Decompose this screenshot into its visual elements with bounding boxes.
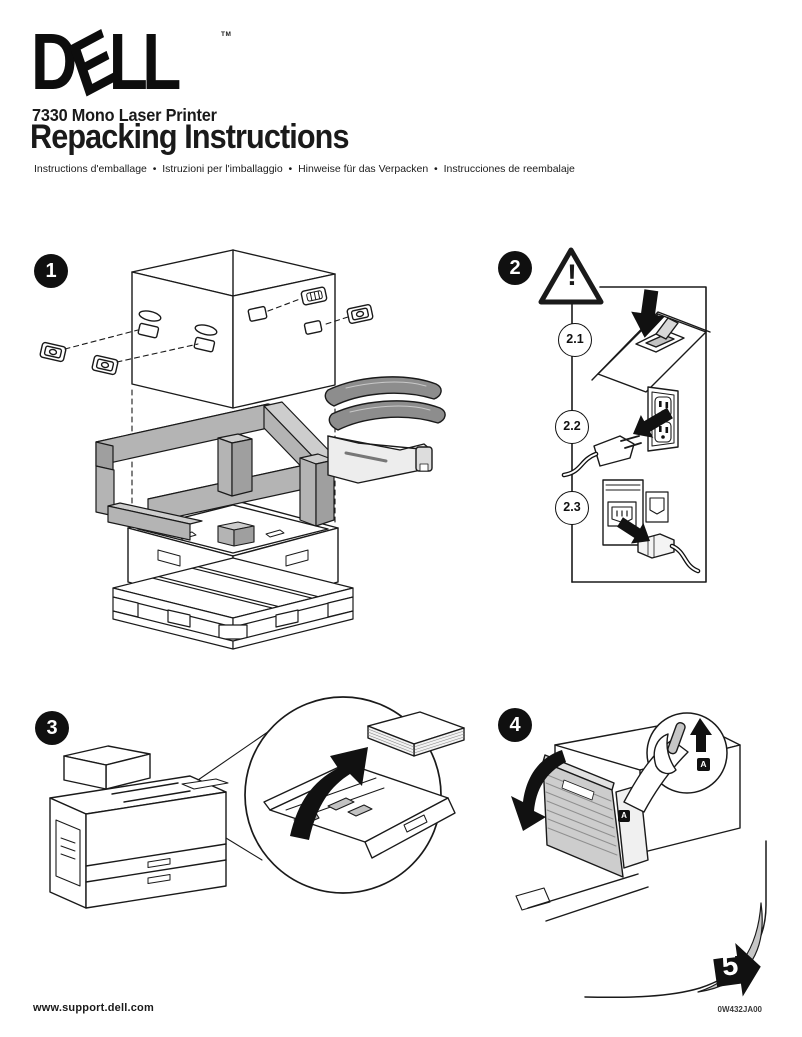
part-number: 0W432JA00 (717, 1005, 762, 1014)
page-title: Repacking Instructions (30, 118, 349, 156)
thumb (653, 733, 677, 775)
step2-power-disconnect-diagram (538, 247, 711, 583)
trademark-symbol: TM (221, 31, 232, 38)
support-url: www.support.dell.com (33, 1002, 154, 1014)
paper-tray-magnifier (244, 696, 465, 894)
paper-stack (367, 711, 465, 757)
pallet (112, 557, 354, 650)
substep-badge-2-1: 2.1 (558, 323, 592, 357)
open-cover-arrow-icon (511, 750, 566, 831)
dell-logo: DELL (31, 14, 181, 114)
magnifier-callout-lines (197, 726, 276, 861)
wall-outlet-illustration (561, 386, 679, 478)
logo-letter-l2: L (142, 17, 181, 106)
step1-badge: 1 (34, 254, 68, 288)
multilanguage-subtitle: Instructions d'emballage • Istruzioni pe… (34, 163, 575, 175)
next-page-arrow-icon (713, 942, 761, 997)
next-page-number: 5 (720, 949, 740, 983)
step3-badge: 3 (35, 711, 69, 745)
packing-clips (39, 298, 374, 376)
warning-triangle-icon (538, 247, 604, 305)
lever-label-on-body: A (618, 810, 630, 822)
tray-foam-block (217, 521, 255, 547)
logo-letter-l1: L (108, 17, 148, 106)
power-cord-illustration (602, 479, 701, 574)
printer-illustration (49, 745, 229, 909)
shipping-box (131, 249, 336, 409)
power-plug (593, 435, 635, 467)
release-lever (667, 722, 686, 755)
page-curl-graphic (584, 840, 767, 999)
toner-cartridge (327, 435, 433, 484)
step4-badge: 4 (498, 708, 532, 742)
power-switch-illustration (591, 289, 711, 393)
installed-clip (300, 286, 328, 306)
warning-exclamation-mark: ! (567, 259, 577, 292)
substep-badge-2-2: 2.2 (555, 410, 589, 444)
front-cover-open (542, 761, 624, 878)
step2-badge: 2 (498, 251, 532, 285)
lever-magnifier (623, 712, 728, 813)
plastic-bags (324, 376, 446, 431)
step4-open-cover-diagram (511, 712, 741, 922)
sheet-edge (584, 840, 767, 999)
unplug-arrow-icon (633, 407, 673, 438)
lever-label-in-magnifier: A (697, 758, 710, 771)
step1-exploded-packaging-diagram (39, 249, 446, 650)
logo-letter-d: D (31, 17, 77, 106)
remove-cord-arrow-icon (617, 517, 650, 544)
product-name: 7330 Mono Laser Printer (32, 105, 217, 125)
hand-arm (623, 739, 689, 813)
foam-inserts (95, 401, 341, 541)
step3-remove-paper-diagram (49, 696, 465, 909)
substep-badge-2-3: 2.3 (555, 491, 589, 525)
press-switch-arrow-icon (631, 289, 665, 338)
lift-lever-arrow-icon (690, 718, 712, 752)
remove-paper-arrow-icon (290, 747, 368, 840)
